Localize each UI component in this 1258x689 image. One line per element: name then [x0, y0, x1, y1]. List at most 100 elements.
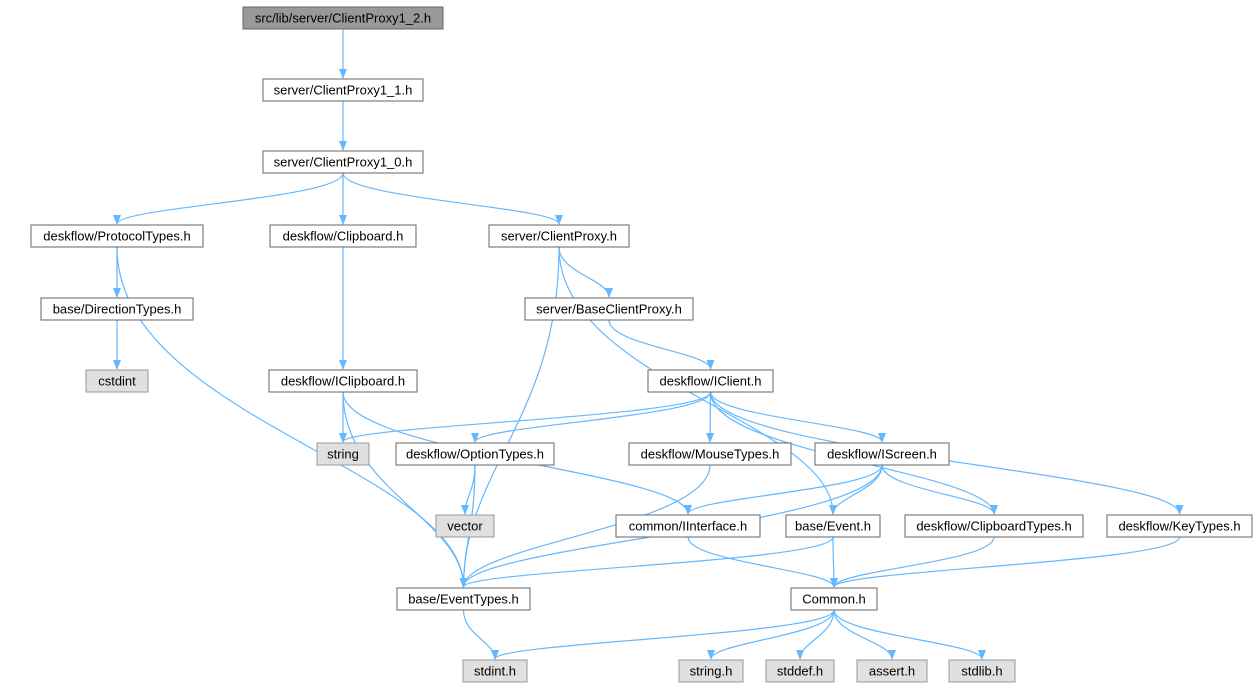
node-label-iscreen: deskflow/IScreen.h [827, 447, 937, 462]
node-cp[interactable]: server/ClientProxy.h [488, 224, 630, 248]
node-label-common: Common.h [802, 592, 866, 607]
edge-common-to-stringh [707, 609, 835, 660]
edge-cp10-to-cp [342, 172, 563, 225]
node-clip[interactable]: deskflow/Clipboard.h [269, 224, 417, 248]
node-box-clip [269, 224, 417, 248]
node-cliptypes[interactable]: deskflow/ClipboardTypes.h [904, 514, 1084, 538]
node-label-stddef: stddef.h [777, 664, 823, 679]
node-box-iclip [268, 369, 418, 393]
edge-cliptypes-to-common [830, 536, 995, 588]
edge-iscreen-to-cliptypes [881, 464, 998, 515]
node-label-evtypes: base/EventTypes.h [408, 592, 519, 607]
node-label-clip: deskflow/Clipboard.h [283, 229, 404, 244]
node-iscreen[interactable]: deskflow/IScreen.h [814, 442, 950, 466]
node-box-common [790, 587, 878, 611]
edge-iclip-to-evtypes [342, 391, 468, 588]
node-stddef[interactable]: stddef.h [765, 659, 835, 683]
node-label-cp11: server/ClientProxy1_1.h [274, 83, 413, 98]
edges-layer [113, 29, 1184, 660]
node-label-root: src/lib/server/ClientProxy1_2.h [255, 11, 431, 26]
node-label-cp: server/ClientProxy.h [501, 229, 617, 244]
node-box-cstdint [85, 369, 149, 393]
edge-iclient-to-iscreen [709, 391, 886, 443]
node-label-cp10: server/ClientProxy1_0.h [274, 155, 413, 170]
node-box-iinterface [615, 514, 761, 538]
edge-event-to-common [829, 536, 838, 588]
node-label-stdint: stdint.h [474, 664, 516, 679]
node-box-mouse [628, 442, 792, 466]
node-common[interactable]: Common.h [790, 587, 878, 611]
node-iinterface[interactable]: common/IInterface.h [615, 514, 761, 538]
node-box-bcp [524, 297, 694, 321]
node-mouse[interactable]: deskflow/MouseTypes.h [628, 442, 792, 466]
node-label-opt: deskflow/OptionTypes.h [406, 447, 544, 462]
node-label-iclient: deskflow/IClient.h [660, 374, 762, 389]
edge-cp-to-bcp [558, 246, 613, 298]
edge-evtypes-to-stdint [462, 609, 499, 660]
node-box-root [242, 6, 444, 30]
node-bcp[interactable]: server/BaseClientProxy.h [524, 297, 694, 321]
node-box-vector [435, 514, 495, 538]
edge-common-to-stdint [491, 609, 835, 660]
node-root[interactable]: src/lib/server/ClientProxy1_2.h [242, 6, 444, 30]
node-iclip[interactable]: deskflow/IClipboard.h [268, 369, 418, 393]
node-label-mouse: deskflow/MouseTypes.h [641, 447, 780, 462]
edge-common-to-stddef [796, 609, 835, 660]
node-label-stdlib: stdlib.h [961, 664, 1002, 679]
node-iclient[interactable]: deskflow/IClient.h [647, 369, 774, 393]
node-box-iscreen [814, 442, 950, 466]
node-box-event [785, 514, 881, 538]
node-string[interactable]: string [316, 442, 370, 466]
node-event[interactable]: base/Event.h [785, 514, 881, 538]
node-label-cstdint: cstdint [98, 374, 136, 389]
node-box-stdlib [948, 659, 1016, 683]
node-label-dir: base/DirectionTypes.h [53, 302, 182, 317]
edge-cp-to-event [558, 246, 837, 515]
node-box-cp [488, 224, 630, 248]
edge-bcp-to-iclient [608, 319, 715, 370]
node-evtypes[interactable]: base/EventTypes.h [396, 587, 531, 611]
node-opt[interactable]: deskflow/OptionTypes.h [395, 442, 555, 466]
node-label-string: string [327, 447, 359, 462]
node-stdint[interactable]: stdint.h [462, 659, 528, 683]
node-label-event: base/Event.h [795, 519, 871, 534]
node-vector[interactable]: vector [435, 514, 495, 538]
node-box-cliptypes [904, 514, 1084, 538]
node-box-stdint [462, 659, 528, 683]
edge-cp10-to-prot [113, 172, 344, 225]
node-stringh[interactable]: string.h [678, 659, 744, 683]
node-box-opt [395, 442, 555, 466]
node-box-assert [856, 659, 928, 683]
node-cp10[interactable]: server/ClientProxy1_0.h [262, 150, 424, 174]
node-box-keytypes [1106, 514, 1253, 538]
node-assert[interactable]: assert.h [856, 659, 928, 683]
node-dir[interactable]: base/DirectionTypes.h [40, 297, 194, 321]
node-box-cp11 [262, 78, 424, 102]
edge-common-to-assert [833, 609, 896, 660]
node-box-iclient [647, 369, 774, 393]
edge-common-to-stdlib [833, 609, 986, 660]
edge-mouse-to-evtypes [459, 464, 711, 588]
node-box-stringh [678, 659, 744, 683]
node-stdlib[interactable]: stdlib.h [948, 659, 1016, 683]
node-box-string [316, 442, 370, 466]
node-cp11[interactable]: server/ClientProxy1_1.h [262, 78, 424, 102]
node-label-keytypes: deskflow/KeyTypes.h [1118, 519, 1240, 534]
node-prot[interactable]: deskflow/ProtocolTypes.h [30, 224, 204, 248]
node-box-stddef [765, 659, 835, 683]
edge-event-to-evtypes [459, 536, 834, 588]
edge-iclient-to-opt [471, 391, 712, 443]
node-label-iinterface: common/IInterface.h [629, 519, 748, 534]
node-label-iclip: deskflow/IClipboard.h [281, 374, 405, 389]
node-label-cliptypes: deskflow/ClipboardTypes.h [916, 519, 1071, 534]
node-keytypes[interactable]: deskflow/KeyTypes.h [1106, 514, 1253, 538]
node-cstdint[interactable]: cstdint [85, 369, 149, 393]
edge-iinterface-to-common [687, 536, 838, 588]
node-label-assert: assert.h [869, 664, 915, 679]
node-label-bcp: server/BaseClientProxy.h [536, 302, 682, 317]
edge-iscreen-to-iinterface [684, 464, 883, 515]
edge-iscreen-to-event [829, 464, 883, 515]
edge-iclient-to-string [339, 391, 712, 443]
node-box-cp10 [262, 150, 424, 174]
